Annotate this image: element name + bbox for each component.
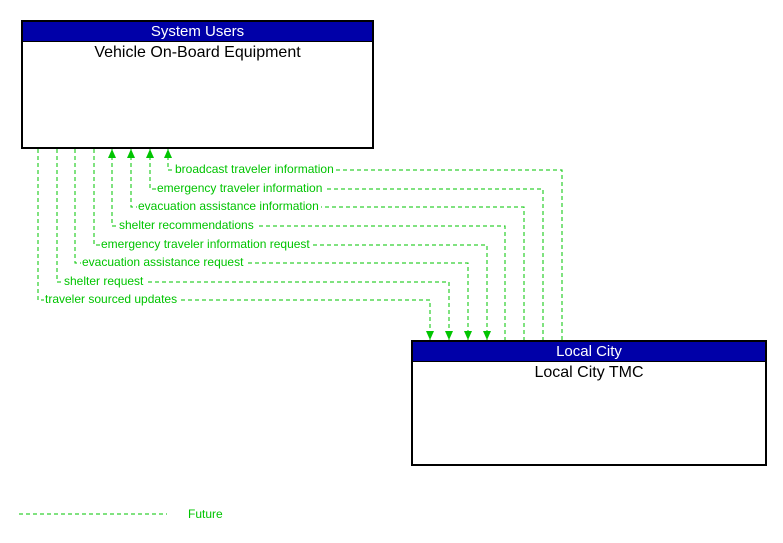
flow-arrowhead-icon <box>108 149 116 158</box>
flow-label: evacuation assistance request <box>81 255 246 269</box>
flow-arrowhead-icon <box>146 149 154 158</box>
flow-arrowhead-icon <box>426 331 434 340</box>
flow-line <box>56 149 450 340</box>
entity-box-local-city-tmc[interactable]: Local City Local City TMC <box>411 340 767 466</box>
flow-label: emergency traveler information <box>156 181 325 195</box>
entity-name-label: Vehicle On-Board Equipment <box>94 44 301 61</box>
flow-label: evacuation assistance information <box>137 199 321 213</box>
flow-line <box>74 149 469 340</box>
flow-arrowhead-icon <box>464 331 472 340</box>
flow-line <box>130 149 525 340</box>
entity-group-header: Local City <box>413 342 765 362</box>
flow-label: emergency traveler information request <box>100 237 312 251</box>
flow-line <box>111 149 506 340</box>
flow-arrowhead-icon <box>164 149 172 158</box>
flow-label: broadcast traveler information <box>174 162 336 176</box>
flow-label: traveler sourced updates <box>44 292 180 306</box>
flow-arrowhead-icon <box>445 331 453 340</box>
flow-line <box>167 149 563 340</box>
flow-arrowhead-icon <box>483 331 491 340</box>
legend-future-label: Future <box>188 507 223 521</box>
entity-box-vehicle-obe[interactable]: System Users Vehicle On-Board Equipment <box>21 20 374 149</box>
flow-label: shelter request <box>63 274 146 288</box>
flow-label: shelter recommendations <box>118 218 256 232</box>
flow-line <box>37 149 431 340</box>
flow-arrowhead-icon <box>127 149 135 158</box>
entity-group-header: System Users <box>23 22 372 42</box>
entity-name-label: Local City TMC <box>534 364 644 381</box>
